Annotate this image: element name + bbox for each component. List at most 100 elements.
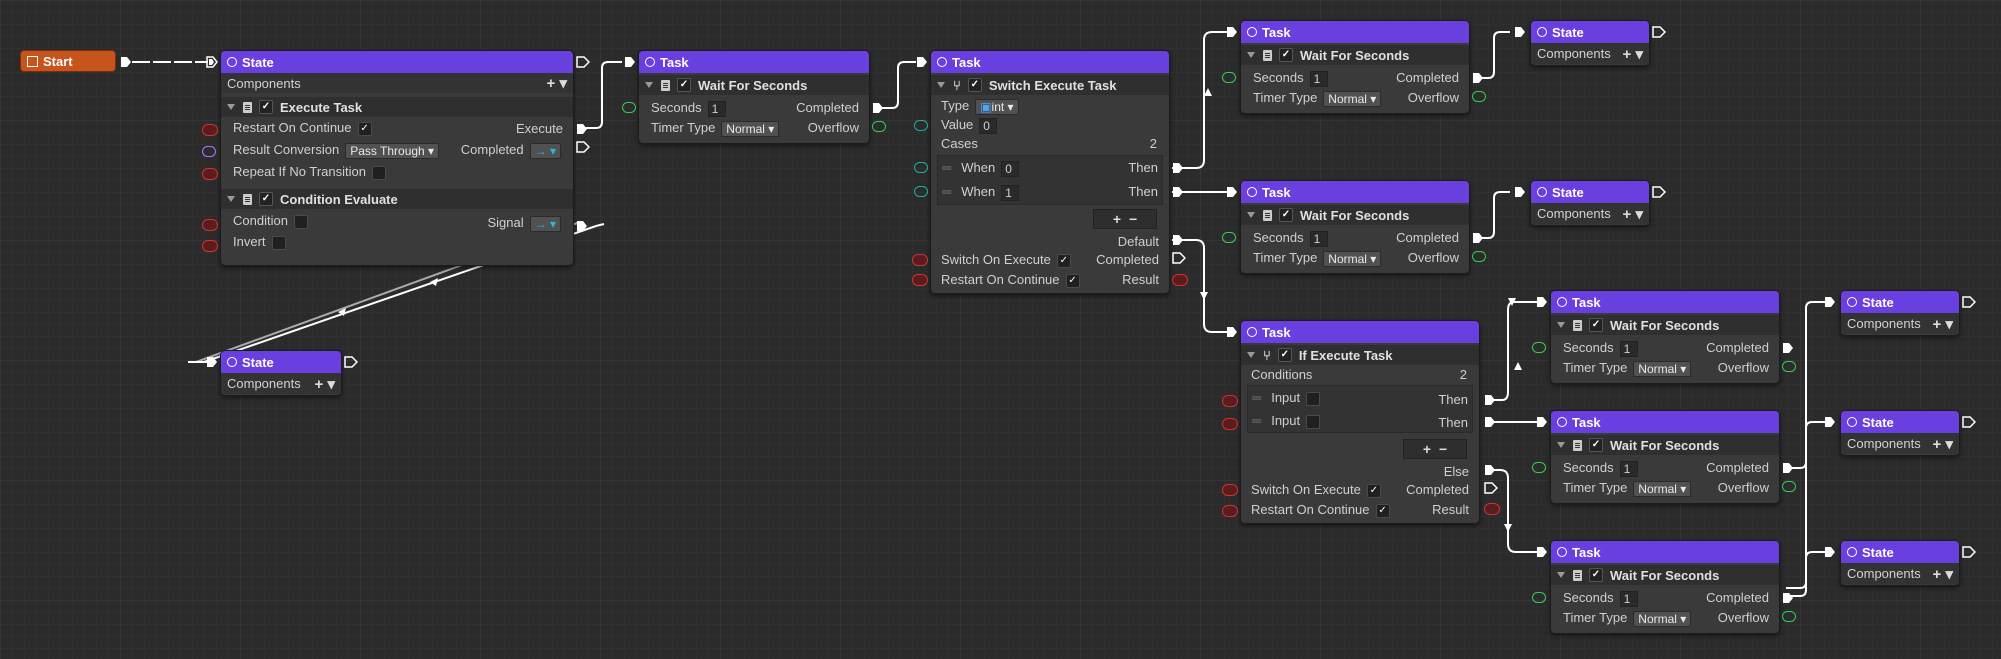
add-component-button[interactable]: + ▾ — [1932, 565, 1953, 583]
task-switch-execute[interactable]: Task ⑂✓Switch Execute Task Type▣int Valu… — [930, 50, 1170, 294]
state-b-out-port[interactable] — [1652, 186, 1666, 198]
collapse-icon[interactable] — [645, 82, 653, 88]
condition-evaluate-section[interactable]: ✓Condition Evaluate — [221, 189, 573, 209]
wait-section[interactable]: ✓Wait For Seconds — [1551, 315, 1779, 335]
wait-section[interactable]: ✓Wait For Seconds — [1551, 565, 1779, 585]
add-component-button[interactable]: + ▾ — [1932, 435, 1953, 453]
seconds-input-port[interactable] — [1222, 232, 1236, 243]
execute-task-section[interactable]: ✓Execute Task — [221, 97, 573, 117]
input1-port[interactable] — [1222, 395, 1238, 407]
case-2-value[interactable]: 1 — [1001, 184, 1020, 201]
condition-checkbox[interactable] — [293, 214, 308, 229]
enable-checkbox[interactable]: ✓ — [1279, 48, 1293, 62]
state-e-in-port[interactable] — [1824, 546, 1836, 558]
state-lower-in-port[interactable] — [206, 356, 218, 368]
timer-type-dropdown[interactable]: Normal — [721, 120, 780, 137]
add-component-button[interactable]: + ▾ — [314, 375, 335, 393]
enable-checkbox[interactable]: ✓ — [967, 78, 982, 92]
execute-out-port[interactable] — [576, 123, 588, 135]
collapse-icon[interactable] — [1247, 52, 1255, 58]
case1-then-port[interactable] — [1172, 162, 1184, 174]
add-component-button[interactable]: + ▾ — [1932, 315, 1953, 333]
switch-on-execute-checkbox[interactable]: ✓ — [1366, 483, 1381, 498]
state-node-c[interactable]: State Components+ ▾ — [1840, 290, 1960, 336]
restart-checkbox[interactable]: ✓ — [1065, 273, 1080, 288]
case2-input-port[interactable] — [914, 186, 928, 197]
overflow-output-port[interactable] — [1782, 361, 1796, 372]
state-a-out-port[interactable] — [1652, 26, 1666, 38]
seconds-input-port[interactable] — [1532, 342, 1546, 353]
state-c-in-port[interactable] — [1824, 296, 1836, 308]
task-c-in-port[interactable] — [1536, 296, 1548, 308]
task-e-completed-port[interactable] — [1782, 592, 1794, 604]
task1-in-port[interactable] — [624, 56, 636, 68]
timer-type-dropdown[interactable]: Normal — [1323, 90, 1382, 107]
then1-port[interactable] — [1484, 394, 1496, 406]
input2-port[interactable] — [1222, 418, 1238, 430]
enable-checkbox[interactable]: ✓ — [677, 78, 691, 92]
overflow-output-port[interactable] — [872, 121, 886, 132]
state-lower-out-port[interactable] — [344, 356, 358, 368]
seconds-field[interactable]: 1 — [707, 100, 726, 117]
case1-input-port[interactable] — [914, 162, 928, 173]
task-d-in-port[interactable] — [1536, 416, 1548, 428]
state-c-out-port[interactable] — [1962, 296, 1976, 308]
invert-checkbox[interactable] — [271, 235, 286, 250]
value-field[interactable]: 0 — [979, 117, 998, 134]
enable-checkbox[interactable]: ✓ — [1277, 348, 1292, 362]
state-node-a[interactable]: State Components+ ▾ — [1530, 20, 1650, 66]
wait-section[interactable]: ✓Wait For Seconds — [1241, 45, 1469, 65]
task-d-completed-port[interactable] — [1782, 462, 1794, 474]
state-b-in-port[interactable] — [1514, 186, 1526, 198]
switch-on-input-port[interactable] — [912, 254, 928, 266]
timer-type-dropdown[interactable]: Normal — [1633, 360, 1692, 377]
condition-input-port[interactable] — [202, 219, 218, 231]
restart-input-port[interactable] — [202, 124, 218, 136]
default-port[interactable] — [1172, 234, 1184, 246]
restart-checkbox[interactable]: ✓ — [1375, 503, 1390, 518]
enable-checkbox[interactable]: ✓ — [1589, 568, 1603, 582]
condition-1[interactable]: ═Input — [1252, 389, 1321, 407]
seconds-input-port[interactable] — [1222, 72, 1236, 83]
if-completed-port[interactable] — [1484, 482, 1498, 494]
timer-type-dropdown[interactable]: Normal — [1633, 480, 1692, 497]
start-out-port[interactable] — [120, 56, 132, 68]
seconds-input-port[interactable] — [622, 102, 636, 113]
wait-section[interactable]: ✓Wait For Seconds — [1551, 435, 1779, 455]
state-d-in-port[interactable] — [1824, 416, 1836, 428]
timer-type-dropdown[interactable]: Normal — [1633, 610, 1692, 627]
else-port[interactable] — [1484, 464, 1496, 476]
seconds-input-port[interactable] — [1532, 462, 1546, 473]
case2-then-port[interactable] — [1172, 186, 1184, 198]
enable-checkbox[interactable]: ✓ — [259, 100, 273, 114]
seconds-field[interactable]: 1 — [1309, 70, 1328, 87]
task-b-completed-port[interactable] — [1472, 232, 1484, 244]
state-node-lower[interactable]: State Components+ ▾ — [220, 350, 342, 396]
overflow-output-port[interactable] — [1782, 611, 1796, 622]
state-out-port[interactable] — [576, 56, 590, 68]
collapse-icon[interactable] — [1247, 212, 1255, 218]
repeat-checkbox[interactable] — [371, 165, 386, 180]
collapse-icon[interactable] — [1557, 572, 1565, 578]
result-conversion-dropdown[interactable]: Pass Through — [345, 142, 440, 159]
overflow-output-port[interactable] — [1472, 91, 1486, 102]
result-output-port[interactable] — [1484, 503, 1500, 515]
overflow-output-port[interactable] — [1782, 481, 1796, 492]
collapse-icon[interactable] — [227, 104, 235, 110]
result-output-port[interactable] — [1172, 274, 1188, 286]
collapse-icon[interactable] — [1557, 442, 1565, 448]
enable-checkbox[interactable]: ✓ — [259, 192, 273, 206]
wait-section[interactable]: ✓Wait For Seconds — [1241, 205, 1469, 225]
collapse-icon[interactable] — [1247, 352, 1255, 358]
task-if-execute[interactable]: Task ⑂✓If Execute Task Conditions 2 ═Inp… — [1240, 320, 1480, 524]
collapse-icon[interactable] — [1557, 322, 1565, 328]
task-a-completed-port[interactable] — [1472, 72, 1484, 84]
restart-checkbox[interactable]: ✓ — [357, 121, 372, 136]
task-a-in-port[interactable] — [1226, 26, 1238, 38]
